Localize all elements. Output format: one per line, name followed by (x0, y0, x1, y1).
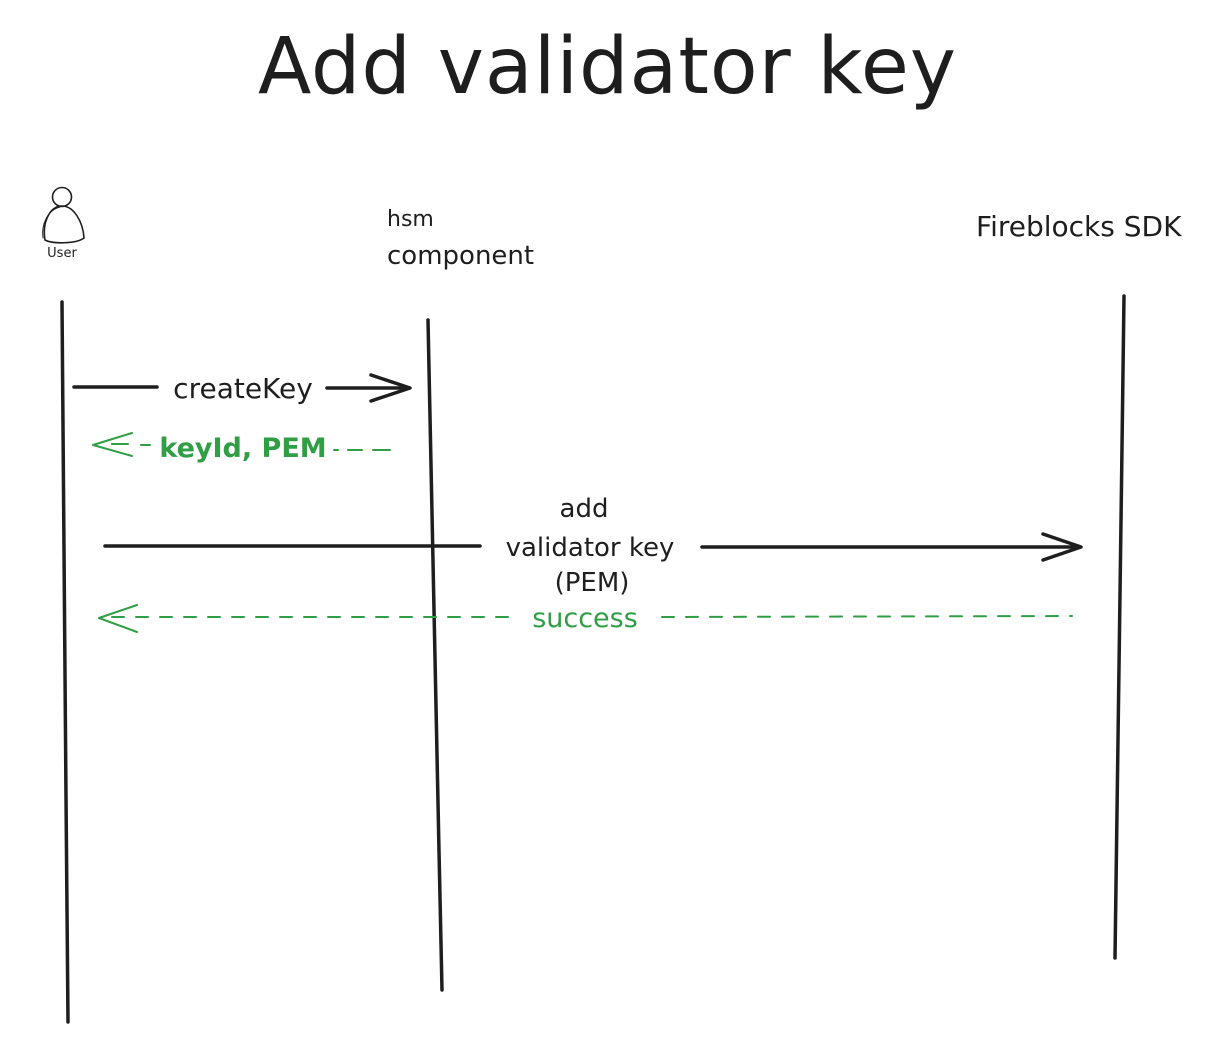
fireblocks-lifeline (1113, 294, 1126, 960)
add-validator-label-line1: add (560, 494, 609, 524)
user-lifeline (60, 300, 70, 1024)
hsm-label-line2: component (387, 241, 534, 271)
add-validator-key-arrow (103, 532, 1083, 562)
create-key-label: createKey (173, 372, 313, 405)
fireblocks-label: Fireblocks SDK (976, 210, 1182, 243)
user-actor-icon (42, 186, 85, 244)
add-validator-label-line2: validator key (506, 533, 675, 563)
hsm-lifeline (426, 318, 444, 992)
hsm-label-line1: hsm (387, 207, 434, 232)
key-reply-label: keyId, PEM (159, 433, 326, 464)
success-reply-arrow (98, 604, 1073, 633)
success-label: success (532, 603, 638, 634)
create-key-arrow (72, 373, 412, 403)
add-validator-label-line3: (PEM) (555, 568, 630, 598)
key-reply-arrow (92, 432, 391, 457)
user-label: User (47, 246, 77, 261)
diagram-title: Add validator key (257, 22, 958, 112)
